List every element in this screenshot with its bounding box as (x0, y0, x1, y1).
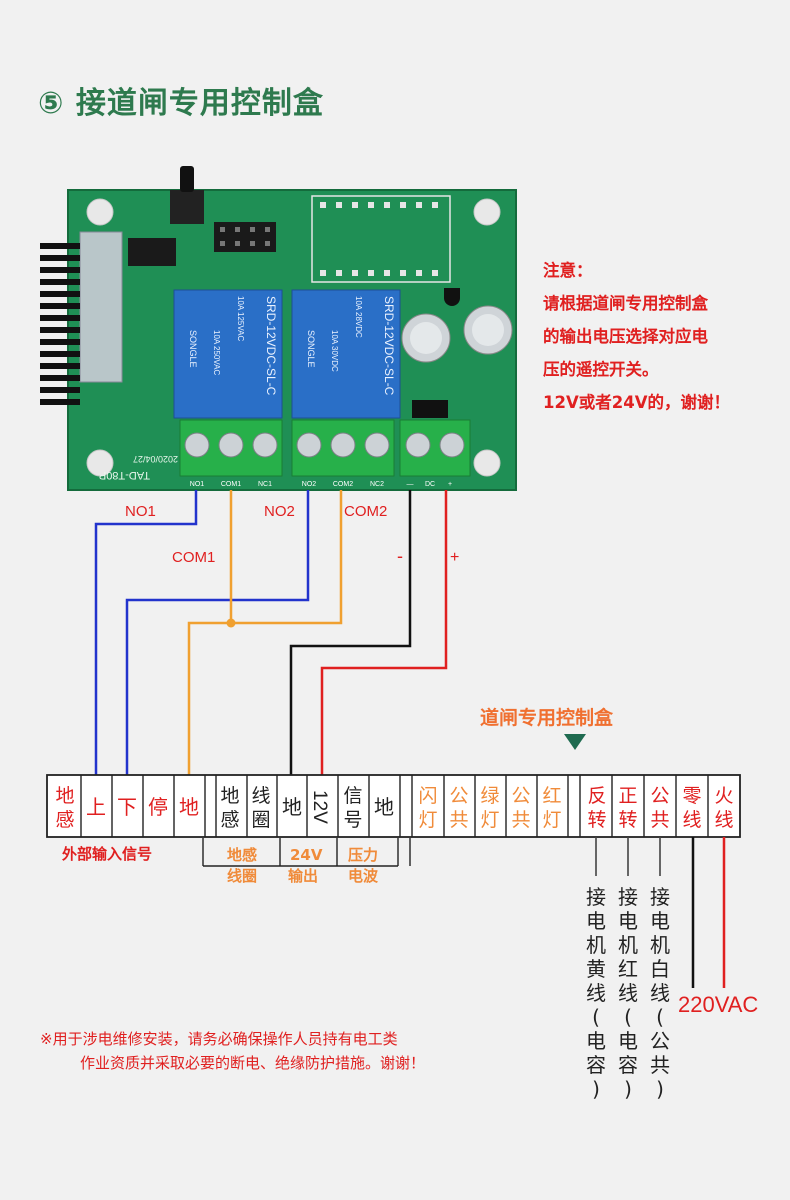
terminal-label: 信号 (343, 785, 362, 831)
note-line: 12V或者24V的，谢谢！ (543, 393, 730, 412)
terminal-block-power (399, 419, 471, 477)
wire-label-no2: NO2 (264, 503, 295, 520)
push-button (170, 190, 204, 224)
terminal-silk-label: COM1 (221, 481, 241, 488)
terminal-label: 地 (179, 795, 199, 819)
mounting-hole (86, 449, 114, 477)
motor-wire-label: 接电机红线(电容) (618, 885, 638, 1101)
terminal-label: 下 (117, 795, 137, 819)
relay-rating-label: 10A 250VAC (212, 330, 221, 375)
group-label-power: 24V (290, 846, 323, 864)
relay-rating-label: 10A 125VAC (236, 296, 245, 341)
terminal-label: 上 (86, 795, 106, 819)
wire-minus (289, 490, 412, 780)
terminal-silk-label: NC1 (258, 481, 272, 488)
wire-label-com1: COM1 (172, 549, 215, 566)
group-brackets (202, 838, 411, 867)
wire-label-no1: NO1 (125, 503, 156, 520)
caution-note: 注意： 请根据道闸专用控制盒 的输出电压选择对应电 压的遥控开关。 12V或者2… (543, 254, 783, 419)
controller-marker-icon (564, 734, 586, 750)
pin-header (214, 222, 276, 252)
mounting-hole (473, 449, 501, 477)
antenna-coil (40, 243, 80, 405)
terminal-silk-label: — (407, 481, 414, 488)
terminal-silk-label: DC (425, 481, 435, 488)
relay-2: SRD-12VDC-SL-C SONGLE 10A 30VDC 10A 28VD… (291, 289, 401, 419)
wire-label-minus: - (397, 546, 403, 566)
wire-com2 (187, 490, 343, 780)
terminal-label: 线圈 (251, 785, 270, 831)
relay-brand-label: SONGLE (306, 330, 316, 368)
terminal-silk-label: COM2 (333, 481, 353, 488)
terminal-silk-label: NO1 (190, 481, 205, 488)
terminal-label: 公共 (650, 785, 669, 831)
terminal-silk-label: NO2 (302, 481, 317, 488)
note-line: 的输出电压选择对应电 (543, 327, 708, 346)
terminal-label: 地感 (55, 785, 74, 831)
terminal-label: 闪灯 (418, 785, 437, 831)
wire-junction (226, 618, 236, 628)
jumper (412, 400, 448, 418)
group-label-loop: 线圈 (227, 867, 257, 885)
group-label-external: 外部输入信号 (61, 845, 152, 863)
wire-label-com2: COM2 (344, 503, 387, 520)
terminal-label: 绿灯 (480, 785, 499, 831)
rf-module (79, 231, 123, 383)
group-label-loop: 地感 (227, 846, 257, 864)
mounting-hole (473, 198, 501, 226)
board-date-label: 2020/04/27 (133, 454, 178, 464)
footnote-line: ※用于涉电维修安装，请务必确保操作人员持有电工类 (40, 1030, 398, 1048)
relay-1: SRD-12VDC-SL-C SONGLE 10A 250VAC 10A 125… (173, 289, 283, 419)
relay-rating-label: 10A 28VDC (354, 296, 363, 338)
group-label-wave: 压力 (348, 846, 378, 864)
wires (94, 490, 448, 780)
motor-wire-label: 接电机白线(公共) (650, 885, 670, 1101)
footnote-line: 作业资质并采取必要的断电、绝缘防护措施。谢谢！ (80, 1054, 426, 1072)
transistor (444, 288, 460, 306)
terminal-label: 12V (309, 790, 330, 824)
board-id-label: TAD-T80P (99, 469, 150, 481)
terminal-label: 反转 (587, 785, 606, 831)
safety-footnote: ※用于涉电维修安装，请务必确保操作人员持有电工类 作业资质并采取必要的断电、绝缘… (40, 1027, 760, 1075)
note-heading: 注意： (543, 261, 593, 280)
relay-board: SRD-12VDC-SL-C SONGLE 10A 250VAC 10A 125… (40, 166, 517, 491)
mains-voltage-label: 220VAC (678, 992, 758, 1017)
note-line: 压的遥控开关。 (543, 360, 659, 379)
wire-no1 (94, 490, 198, 780)
terminal-label: 火线 (714, 785, 733, 831)
terminal-label: 地感 (220, 785, 239, 831)
note-line: 请根据道闸专用控制盒 (543, 294, 708, 313)
terminal-label: 红灯 (542, 785, 561, 831)
motor-wire-label: 接电机黄线(电容) (586, 885, 606, 1101)
terminal-block-2 (291, 419, 395, 477)
terminal-silk-label: NC2 (370, 481, 384, 488)
relay-model-label: SRD-12VDC-SL-C (382, 296, 396, 396)
terminal-label: 公共 (449, 785, 468, 831)
relay-model-label: SRD-12VDC-SL-C (264, 296, 278, 396)
terminal-silk-label: + (448, 481, 452, 488)
wire-label-plus: + (450, 549, 459, 566)
terminal-label: 正转 (618, 785, 637, 831)
page-title: ⑤ 接道闸专用控制盒 (38, 86, 324, 121)
wire-no2 (125, 490, 310, 780)
motor-leads (595, 837, 661, 876)
ic-chip (128, 238, 176, 266)
relay-rating-label: 10A 30VDC (330, 330, 339, 372)
terminal-label: 地 (282, 795, 302, 819)
relay-brand-label: SONGLE (188, 330, 198, 368)
mounting-hole (86, 198, 114, 226)
wire-plus (320, 490, 448, 780)
terminal-block-1 (179, 419, 283, 477)
controller-label: 道闸专用控制盒 (480, 706, 614, 729)
terminal-label: 停 (148, 795, 168, 819)
group-label-wave: 电波 (348, 867, 379, 885)
terminal-label: 零线 (682, 785, 701, 831)
terminal-label: 公共 (511, 785, 530, 831)
group-label-power: 输出 (288, 867, 318, 885)
terminal-label: 地 (374, 795, 394, 819)
mains-leads (691, 837, 726, 988)
